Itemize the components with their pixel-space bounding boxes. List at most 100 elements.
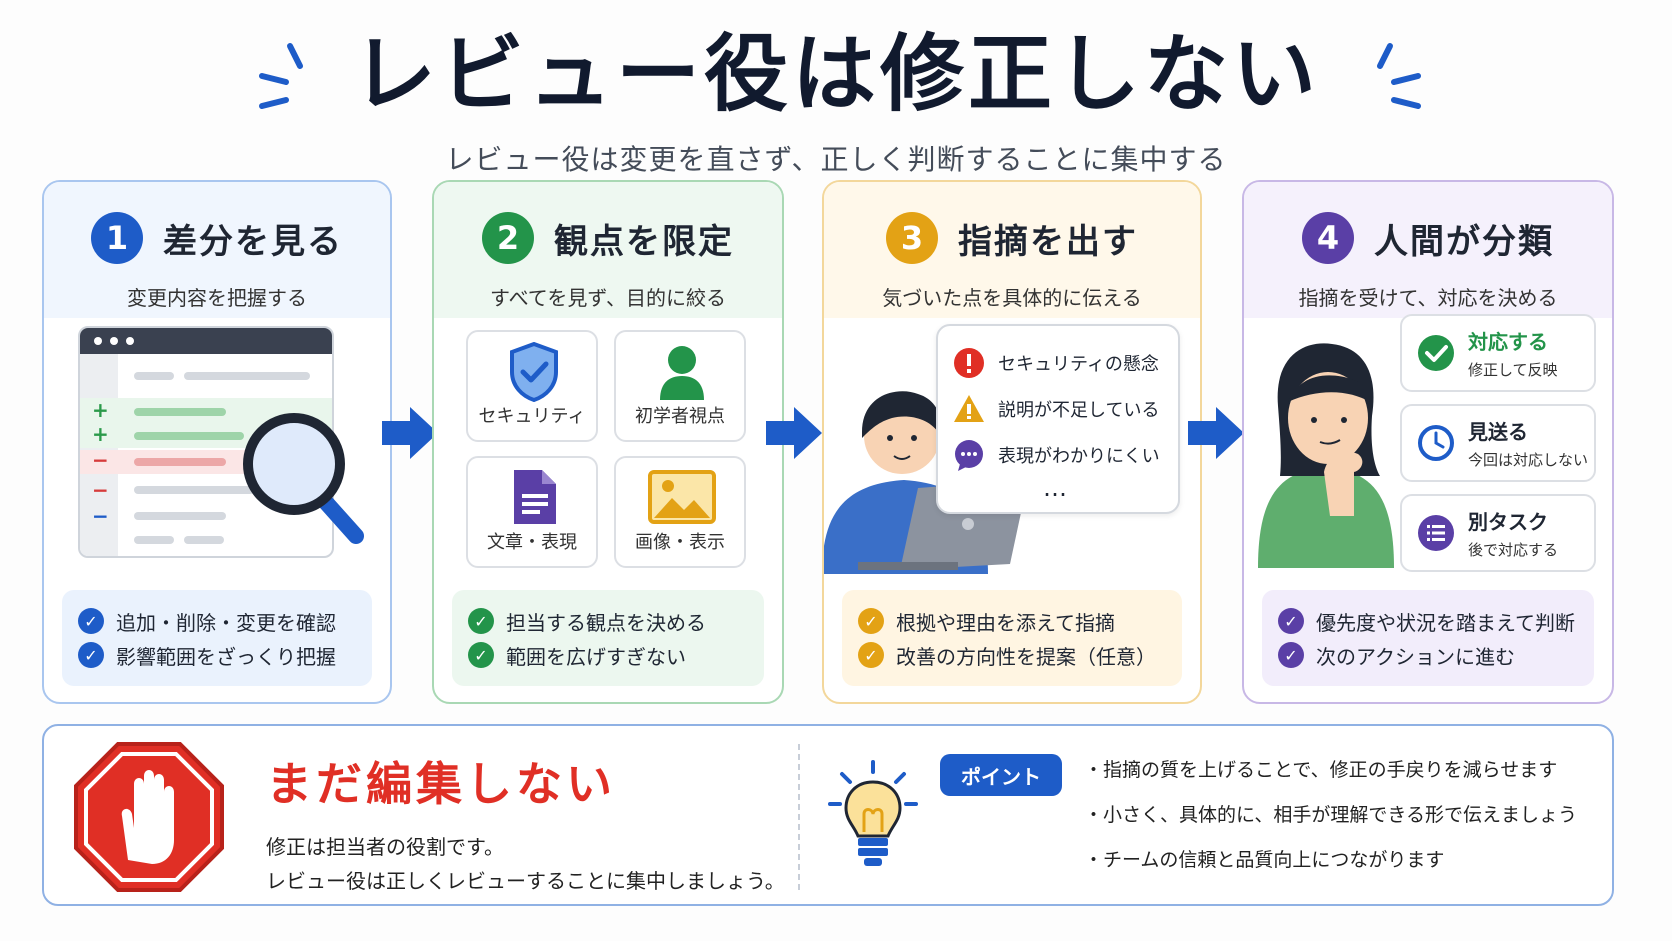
point-item: ・指摘の質を上げることで、修正の手戻りを減らせます bbox=[1084, 759, 1558, 781]
point-list: ・指摘の質を上げることで、修正の手戻りを減らせます ・小さく、具体的に、相手が理… bbox=[1084, 748, 1577, 883]
tile-security: セキュリティ bbox=[466, 330, 598, 442]
error-icon bbox=[954, 348, 984, 378]
step-3-card: 3 指摘を出す 気づいた点を具体的に伝える セキュリティの懸念 説明が不足してい… bbox=[822, 180, 1202, 704]
check-icon: ✓ bbox=[468, 608, 494, 634]
step-subtitle: 気づいた点を具体的に伝える bbox=[882, 286, 1142, 310]
point-item: ・チームの信頼と品質向上につながります bbox=[1084, 849, 1445, 871]
check-icon: ✓ bbox=[78, 642, 104, 668]
option-subtitle: 今回は対応しない bbox=[1468, 451, 1589, 469]
left-spark-icon bbox=[259, 43, 303, 109]
step-1-card: 1 差分を見る 変更内容を把握する + + − − − ✓追加・削除・変更を確 bbox=[42, 180, 392, 704]
step-4-checklist: ✓ 優先度や状況を踏まえて判断 ✓ 次のアクションに進む bbox=[1262, 590, 1594, 686]
comment-item: セキュリティの懸念 bbox=[998, 354, 1159, 375]
warning-icon bbox=[954, 395, 984, 422]
step-3-header: 3 指摘を出す 気づいた点を具体的に伝える bbox=[824, 182, 1200, 318]
step-2-card: 2 観点を限定 すべてを見ず、目的に絞る セキュリティ 初学者視点 文章・表現 bbox=[432, 180, 784, 704]
tile-image: 画像・表示 bbox=[614, 456, 746, 568]
step-subtitle: 変更内容を把握する bbox=[127, 286, 307, 310]
document-icon bbox=[514, 470, 556, 524]
magnifier-icon bbox=[243, 413, 364, 544]
stop-description: 修正は担当者の役割です。 レビュー役は正しくレビューすることに集中しましょう。 bbox=[266, 830, 785, 898]
check-item: 担当する観点を決める bbox=[506, 610, 706, 635]
image-icon bbox=[648, 470, 716, 524]
step-title: 差分を見る bbox=[163, 221, 343, 262]
tile-writing: 文章・表現 bbox=[466, 456, 598, 568]
check-item: 追加・削除・変更を確認 bbox=[116, 610, 336, 635]
option-title: 見送る bbox=[1468, 420, 1528, 444]
tile-label: 初学者視点 bbox=[635, 406, 725, 427]
option-subtitle: 後で対応する bbox=[1468, 541, 1559, 559]
check-item: 改善の方向性を提案（任意） bbox=[896, 644, 1156, 669]
tile-label: 画像・表示 bbox=[635, 532, 725, 553]
check-item: 次のアクションに進む bbox=[1316, 644, 1515, 669]
comment-item: 表現がわかりにくい bbox=[998, 446, 1160, 467]
page-subtitle: レビュー役は変更を直さず、正しく判断することに集中する bbox=[445, 143, 1227, 176]
step-2-checklist: ✓ 担当する観点を決める ✓ 範囲を広げすぎない bbox=[452, 590, 764, 686]
check-item: 影響範囲をざっくり把握 bbox=[116, 644, 336, 669]
reviewer-with-laptop-illustration bbox=[824, 391, 1028, 574]
stop-line: 修正は担当者の役割です。 bbox=[266, 835, 504, 859]
check-item: 範囲を広げすぎない bbox=[506, 644, 686, 669]
step-number-badge: 3 bbox=[886, 212, 938, 264]
step-1-checklist: ✓ 追加・削除・変更を確認 ✓ 影響範囲をざっくり把握 bbox=[62, 590, 372, 686]
tile-label: 文章・表現 bbox=[487, 532, 577, 553]
chat-bubble-icon bbox=[955, 440, 983, 471]
clock-icon bbox=[1418, 425, 1454, 461]
thinking-person-illustration bbox=[1258, 343, 1394, 568]
check-item: 優先度や状況を踏まえて判断 bbox=[1316, 610, 1575, 635]
step-2-header: 2 観点を限定 すべてを見ず、目的に絞る bbox=[434, 182, 782, 318]
option-subtitle: 修正して反映 bbox=[1468, 361, 1558, 379]
step-title: 人間が分類 bbox=[1374, 221, 1554, 262]
step-title: 観点を限定 bbox=[554, 221, 734, 262]
page-title: レビュー役は修正しない bbox=[351, 25, 1320, 123]
diff-mark: − bbox=[92, 448, 109, 472]
check-icon: ✓ bbox=[1278, 608, 1304, 634]
point-item: ・小さく、具体的に、相手が理解できる形で伝えましょう bbox=[1084, 804, 1578, 826]
person-icon bbox=[660, 346, 704, 400]
arrow-right-icon bbox=[382, 407, 438, 459]
check-icon: ✓ bbox=[858, 642, 884, 668]
stop-hand-icon bbox=[74, 742, 224, 892]
tile-label: セキュリティ bbox=[478, 406, 586, 427]
option-separate-task: 別タスク後で対応する bbox=[1400, 494, 1596, 572]
bottom-panel: まだ編集しない 修正は担当者の役割です。 レビュー役は正しくレビューすることに集… bbox=[42, 724, 1614, 906]
step-subtitle: すべてを見ず、目的に絞る bbox=[490, 286, 726, 310]
review-comment-bubble: セキュリティの懸念 説明が不足している 表現がわかりにくい … bbox=[936, 324, 1180, 514]
step-1-header: 1 差分を見る 変更内容を把握する bbox=[44, 182, 390, 318]
step-subtitle: 指摘を受けて、対応を決める bbox=[1298, 286, 1558, 310]
step-number-badge: 4 bbox=[1302, 212, 1354, 264]
option-postpone: 見送る今回は対応しない bbox=[1400, 404, 1596, 482]
step-4-card: 4 人間が分類 指摘を受けて、対応を決める 対応する修正して反映 見送る今回は対… bbox=[1242, 180, 1614, 704]
tile-beginner: 初学者視点 bbox=[614, 330, 746, 442]
comment-item: 説明が不足している bbox=[998, 400, 1160, 421]
more-ellipsis: … bbox=[1043, 474, 1073, 502]
check-icon: ✓ bbox=[468, 642, 494, 668]
arrow-right-icon bbox=[766, 407, 822, 459]
divider bbox=[798, 744, 800, 890]
check-item: 根拠や理由を添えて指摘 bbox=[896, 610, 1115, 635]
header: レビュー役は修正しない レビュー役は変更を直さず、正しく判断することに集中する bbox=[0, 24, 1672, 178]
check-icon: ✓ bbox=[1278, 642, 1304, 668]
diff-mark: − bbox=[92, 478, 109, 502]
diff-mark: − bbox=[92, 504, 109, 528]
lightbulb-icon bbox=[828, 760, 918, 866]
check-icon: ✓ bbox=[858, 608, 884, 634]
arrow-right-icon bbox=[1188, 407, 1244, 459]
step-number-badge: 2 bbox=[482, 212, 534, 264]
option-title: 対応する bbox=[1468, 330, 1548, 354]
step-title: 指摘を出す bbox=[958, 221, 1138, 262]
diff-mark: + bbox=[92, 398, 109, 422]
step-3-checklist: ✓ 根拠や理由を添えて指摘 ✓ 改善の方向性を提案（任意） bbox=[842, 590, 1182, 686]
check-icon: ✓ bbox=[78, 608, 104, 634]
stop-title: まだ編集しない bbox=[266, 757, 616, 811]
option-title: 別タスク bbox=[1468, 510, 1548, 534]
stop-line: レビュー役は正しくレビューすることに集中しましょう。 bbox=[266, 869, 785, 893]
diff-mark: + bbox=[92, 422, 109, 446]
point-badge: ポイント bbox=[940, 754, 1062, 796]
right-spark-icon bbox=[1377, 43, 1421, 109]
option-respond: 対応する修正して反映 bbox=[1400, 314, 1596, 392]
step-number-badge: 1 bbox=[91, 212, 143, 264]
list-icon bbox=[1418, 515, 1454, 551]
shield-icon bbox=[510, 342, 558, 402]
check-circle-icon bbox=[1418, 335, 1454, 371]
